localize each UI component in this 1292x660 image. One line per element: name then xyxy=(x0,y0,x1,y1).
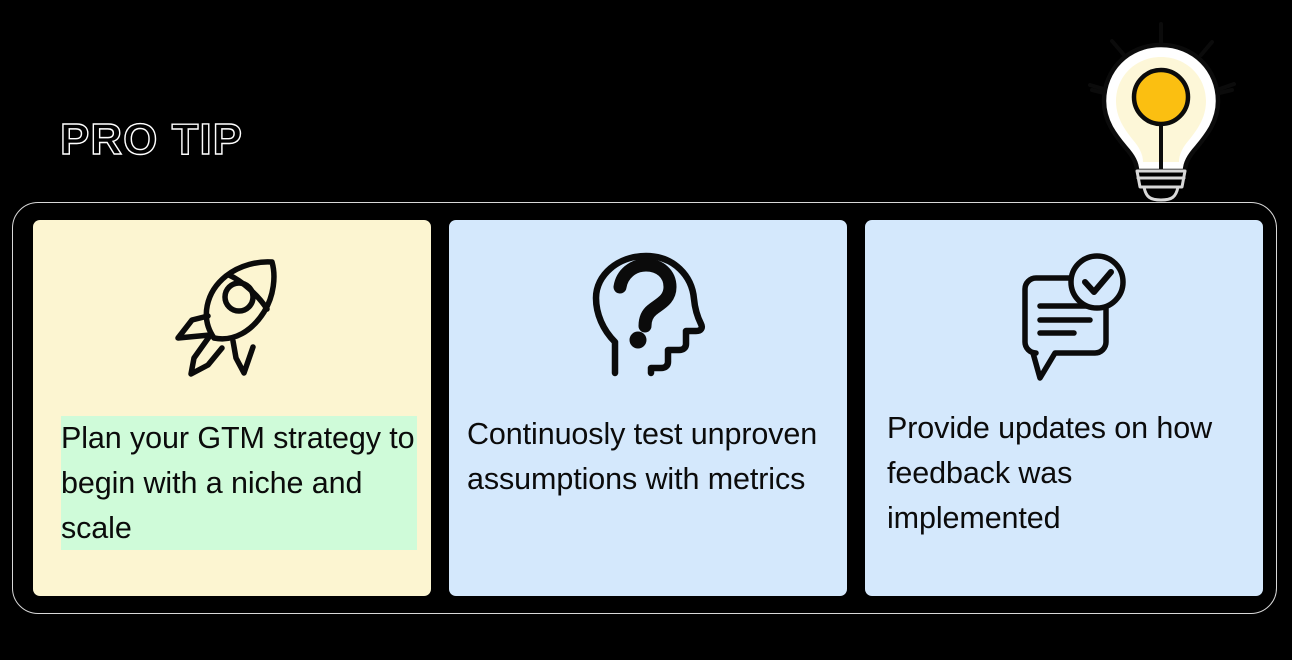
bulb-core xyxy=(1131,67,1191,127)
content-panel xyxy=(12,202,1277,614)
feedback-check-icon xyxy=(1022,253,1126,381)
tip-card-text: Continuosly test unproven assumptions wi… xyxy=(467,417,818,496)
tip-card-text: Plan your GTM strategy to begin with a n… xyxy=(61,416,417,551)
tip-card-gtm-strategy[interactable]: Plan your GTM strategy to begin with a n… xyxy=(33,220,431,596)
lightbulb-icon xyxy=(1088,22,1236,202)
tip-card-provide-updates[interactable]: Provide updates on how feedback was impl… xyxy=(865,220,1263,596)
tip-card-text: Provide updates on how feedback was impl… xyxy=(887,411,1213,535)
head-question-mark-icon xyxy=(592,252,705,377)
page-title: PRO TIP xyxy=(59,115,244,164)
tips-card-row: Plan your GTM strategy to begin with a n… xyxy=(33,220,1263,596)
tip-card-test-assumptions[interactable]: Continuosly test unproven assumptions wi… xyxy=(449,220,847,596)
header: PRO TIP xyxy=(0,0,1292,202)
rocket-icon xyxy=(175,259,277,377)
